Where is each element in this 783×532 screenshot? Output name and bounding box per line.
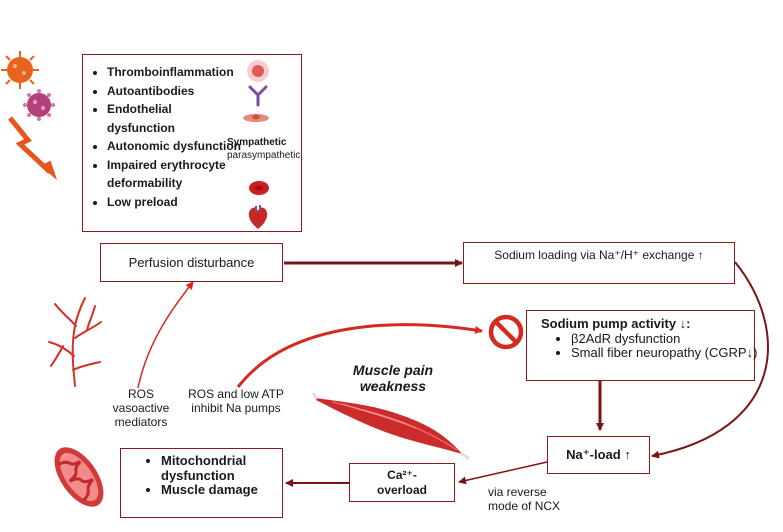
sodium-pump-title: Sodium pump activity ↓: xyxy=(541,316,691,331)
factors-list: Thromboinflammation Autoantibodies Endot… xyxy=(93,63,242,211)
pump-item-b2adr: β2AdR dysfunction xyxy=(571,332,761,346)
ros-vasoactive-label: ROS vasoactive mediators xyxy=(112,387,170,429)
erythrocyte-icon xyxy=(249,181,269,195)
na-load-label: Na⁺-load ↑ xyxy=(566,447,631,462)
factor-erythrocyte: Impaired erythrocyte deformability xyxy=(107,156,232,193)
sodium-loading-label: Sodium loading via Na⁺/H⁺ exchange ↑ xyxy=(494,248,704,262)
perfusion-disturbance-box: Perfusion disturbance xyxy=(100,243,283,282)
arrow-na-load-to-ca xyxy=(458,461,548,485)
thrombus-icon xyxy=(247,60,269,82)
pump-item-neuropathy: Small fiber neuropathy (CGRP↓) xyxy=(571,346,761,360)
sodium-loading-box: Sodium loading via Na⁺/H⁺ exchange ↑ xyxy=(463,242,735,284)
factor-thromboinflammation: Thromboinflammation xyxy=(107,63,242,82)
zigzag-arrow xyxy=(8,116,52,174)
factor-autoantibodies: Autoantibodies xyxy=(107,82,242,101)
ca-overload-line2: overload xyxy=(376,483,427,497)
sodium-pump-box: Sodium pump activity ↓: β2AdR dysfunctio… xyxy=(526,310,757,381)
virus-orange-icon xyxy=(1,51,39,89)
ncx-label: via reverse mode of NCX xyxy=(488,485,561,513)
muscle-pain-label: Muscle pain weakness xyxy=(352,362,434,394)
arrow-ros-atp-to-pump xyxy=(236,323,483,388)
arrow-sodium-loading-to-na-load xyxy=(651,261,769,459)
perfusion-disturbance-label: Perfusion disturbance xyxy=(128,255,255,270)
virus-purple-icon xyxy=(23,89,55,121)
mitochondrial-list: Mitochondrial dysfunction Muscle damage xyxy=(147,453,291,498)
prohibition-icon xyxy=(488,314,524,350)
sympathetic-label: Sympathetic xyxy=(227,137,287,148)
mitochondrial-box: Mitochondrial dysfunction Muscle damage xyxy=(120,448,283,518)
ca-overload-box: Ca²⁺- overload xyxy=(349,463,455,502)
heart-icon xyxy=(248,205,268,229)
muscle-icon xyxy=(312,392,470,460)
factor-preload: Low preload xyxy=(107,193,242,212)
factor-endothelial: Endothelial dysfunction xyxy=(107,100,242,137)
factor-autonomic: Autonomic dysfunction xyxy=(107,137,242,156)
ca-overload-line1: Ca²⁺- xyxy=(387,468,417,482)
mito-item-dysfunction: Mitochondrial dysfunction xyxy=(161,453,291,483)
mito-item-muscle-damage: Muscle damage xyxy=(161,482,291,498)
parasympathetic-label: parasympathetic xyxy=(227,150,301,161)
antibody-icon xyxy=(248,85,268,107)
factors-box: Thromboinflammation Autoantibodies Endot… xyxy=(82,54,302,232)
mitochondrion-icon xyxy=(54,447,104,507)
arrow-ros-to-perfusion xyxy=(137,281,194,389)
blood-vessel-icon xyxy=(48,297,102,387)
na-load-box: Na⁺-load ↑ xyxy=(547,436,650,474)
endothelial-cell-icon xyxy=(243,114,269,122)
ros-low-atp-label: ROS and low ATP inhibit Na pumps xyxy=(188,387,284,415)
sodium-pump-list: β2AdR dysfunction Small fiber neuropathy… xyxy=(557,332,761,360)
